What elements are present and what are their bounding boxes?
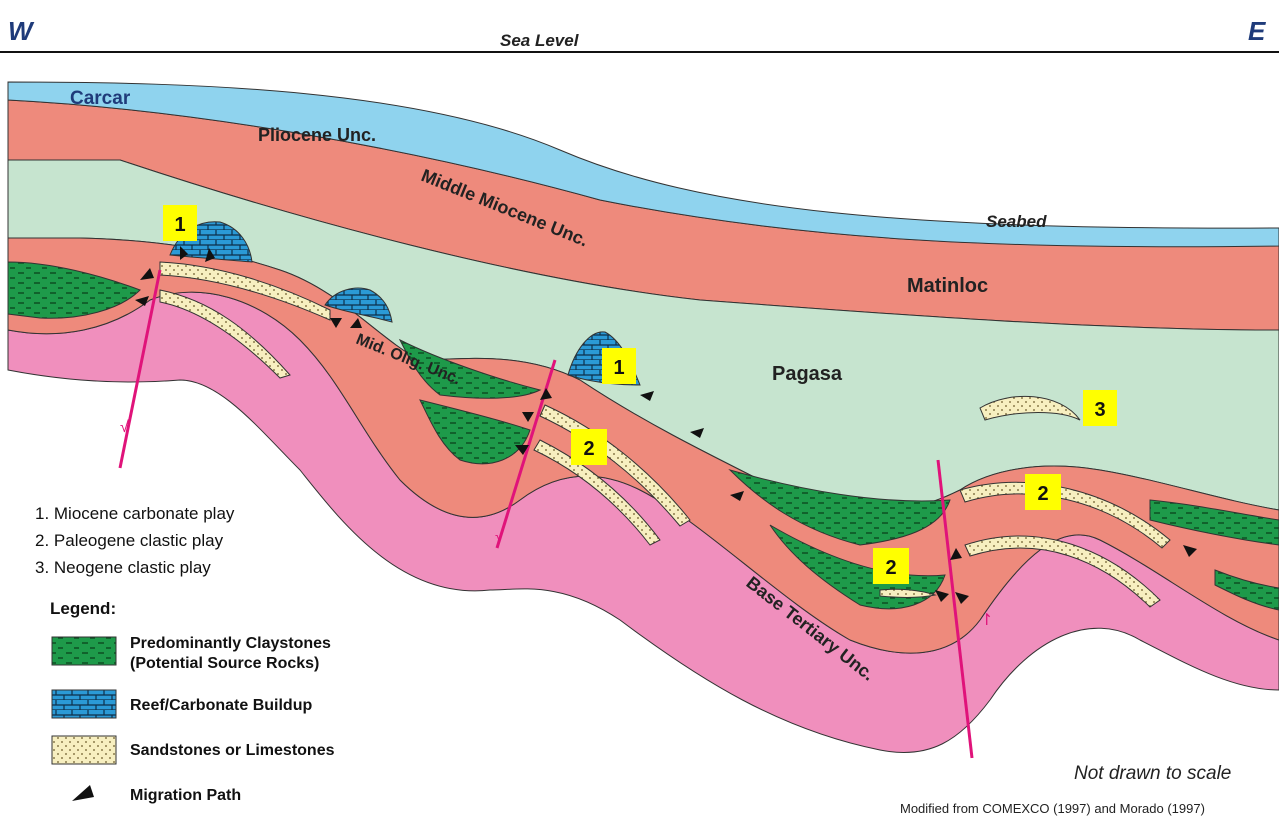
play-marker-2c: 2 — [873, 548, 909, 584]
scale-note: Not drawn to scale — [1074, 763, 1231, 784]
fault-slip-icon: √ — [495, 529, 504, 546]
pliocene-unc-label: Pliocene Unc. — [258, 125, 376, 145]
legend-reef: Reef/Carbonate Buildup — [130, 697, 312, 714]
svg-text:2: 2 — [1037, 483, 1048, 505]
fault-slip-icon: √ — [120, 419, 129, 436]
credit-text: Modified from COMEXCO (1997) and Morado … — [900, 801, 1205, 816]
legend-title: Legend: — [50, 599, 116, 618]
play-list-item: 3. Neogene clastic play — [35, 558, 211, 577]
reef-swatch — [52, 690, 116, 718]
svg-text:2: 2 — [583, 438, 594, 460]
west-label: W — [8, 16, 35, 46]
sandstone-swatch — [52, 736, 116, 764]
legend-sandstone: Sandstones or Limestones — [130, 742, 335, 759]
play-list-item: 2. Paleogene clastic play — [35, 531, 224, 550]
play-marker-2b: 2 — [1025, 474, 1061, 510]
svg-text:2: 2 — [885, 557, 896, 579]
legend-migration: Migration Path — [130, 787, 241, 804]
svg-text:3: 3 — [1094, 399, 1105, 421]
migration-arrow-icon — [72, 785, 94, 801]
legend-claystone-line2: (Potential Source Rocks) — [130, 655, 319, 672]
claystone-swatch — [52, 637, 116, 665]
carcar-label: Carcar — [70, 88, 131, 109]
play-marker-2a: 2 — [571, 429, 607, 465]
fault-slip-icon: ↾ — [980, 612, 993, 629]
legend-claystone-line1: Predominantly Claystones — [130, 635, 331, 652]
east-label: E — [1248, 16, 1266, 46]
svg-text:1: 1 — [613, 357, 624, 379]
sea-level-label: Sea Level — [500, 31, 580, 50]
play-marker-3: 3 — [1083, 390, 1117, 426]
seabed-label: Seabed — [986, 212, 1047, 231]
svg-text:1: 1 — [174, 214, 185, 236]
play-list-item: 1. Miocene carbonate play — [35, 504, 235, 523]
matinloc-label: Matinloc — [907, 275, 988, 297]
play-marker-1b: 1 — [602, 348, 636, 384]
pagasa-label: Pagasa — [772, 363, 843, 385]
play-marker-1a: 1 — [163, 205, 197, 241]
